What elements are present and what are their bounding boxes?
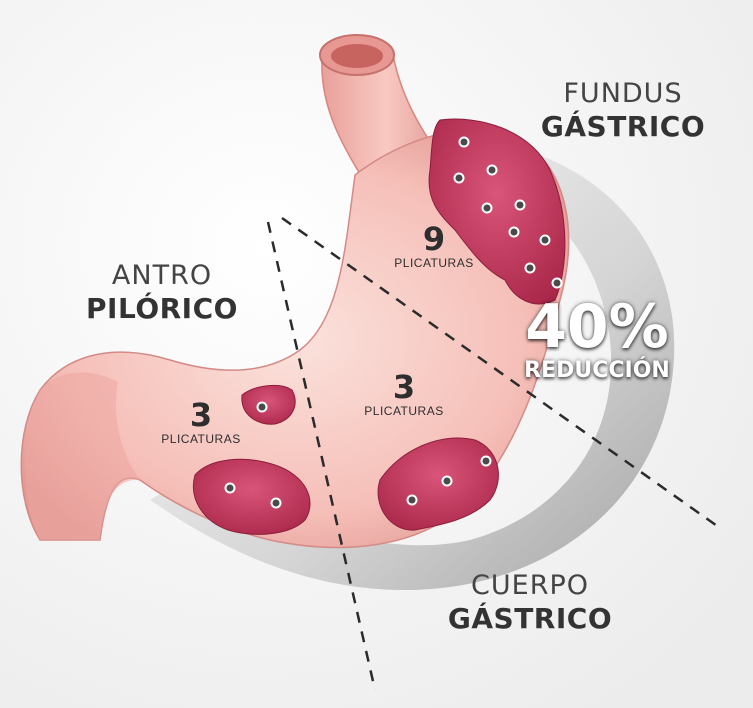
plication-cuerpo (377, 437, 499, 531)
region-divider-lines (266, 216, 721, 691)
count-fundus-number: 9 (422, 220, 446, 258)
label-cuerpo-gastrico: CUERPO GÁSTRICO (440, 570, 620, 636)
esophagus-lumen (331, 44, 383, 68)
label-antro-pilorico: ANTRO PILÓRICO (82, 260, 242, 326)
reduction-label: REDUCCIÓN (524, 358, 670, 383)
count-cuerpo-label: PLICATURAS (364, 404, 444, 418)
plication-antro-lower (193, 458, 311, 535)
duodenum-shade (25, 372, 140, 540)
count-cuerpo-number: 3 (392, 368, 416, 406)
plication-antro-upper (241, 384, 296, 425)
label-cuerpo-line1: CUERPO (471, 570, 589, 601)
plication-fundus (428, 118, 566, 305)
count-cuerpo: 3 PLICATURAS (358, 370, 450, 418)
reduction-callout: 40% REDUCCIÓN (512, 296, 682, 384)
label-fundus-gastrico: FUNDUS GÁSTRICO (538, 78, 708, 144)
count-antro-number: 3 (189, 396, 213, 434)
count-antro-label: PLICATURAS (161, 432, 241, 446)
label-fundus-line1: FUNDUS (563, 78, 683, 109)
label-antro-line1: ANTRO (111, 260, 213, 291)
label-cuerpo-line2: GÁSTRICO (447, 602, 613, 635)
label-antro-line2: PILÓRICO (86, 292, 238, 325)
label-fundus-line2: GÁSTRICO (540, 110, 706, 143)
count-fundus: 9 PLICATURAS (388, 222, 480, 270)
count-antro: 3 PLICATURAS (155, 398, 247, 446)
reduction-percent: 40% (525, 292, 669, 362)
count-fundus-label: PLICATURAS (394, 256, 474, 270)
suture-points (224, 136, 563, 509)
